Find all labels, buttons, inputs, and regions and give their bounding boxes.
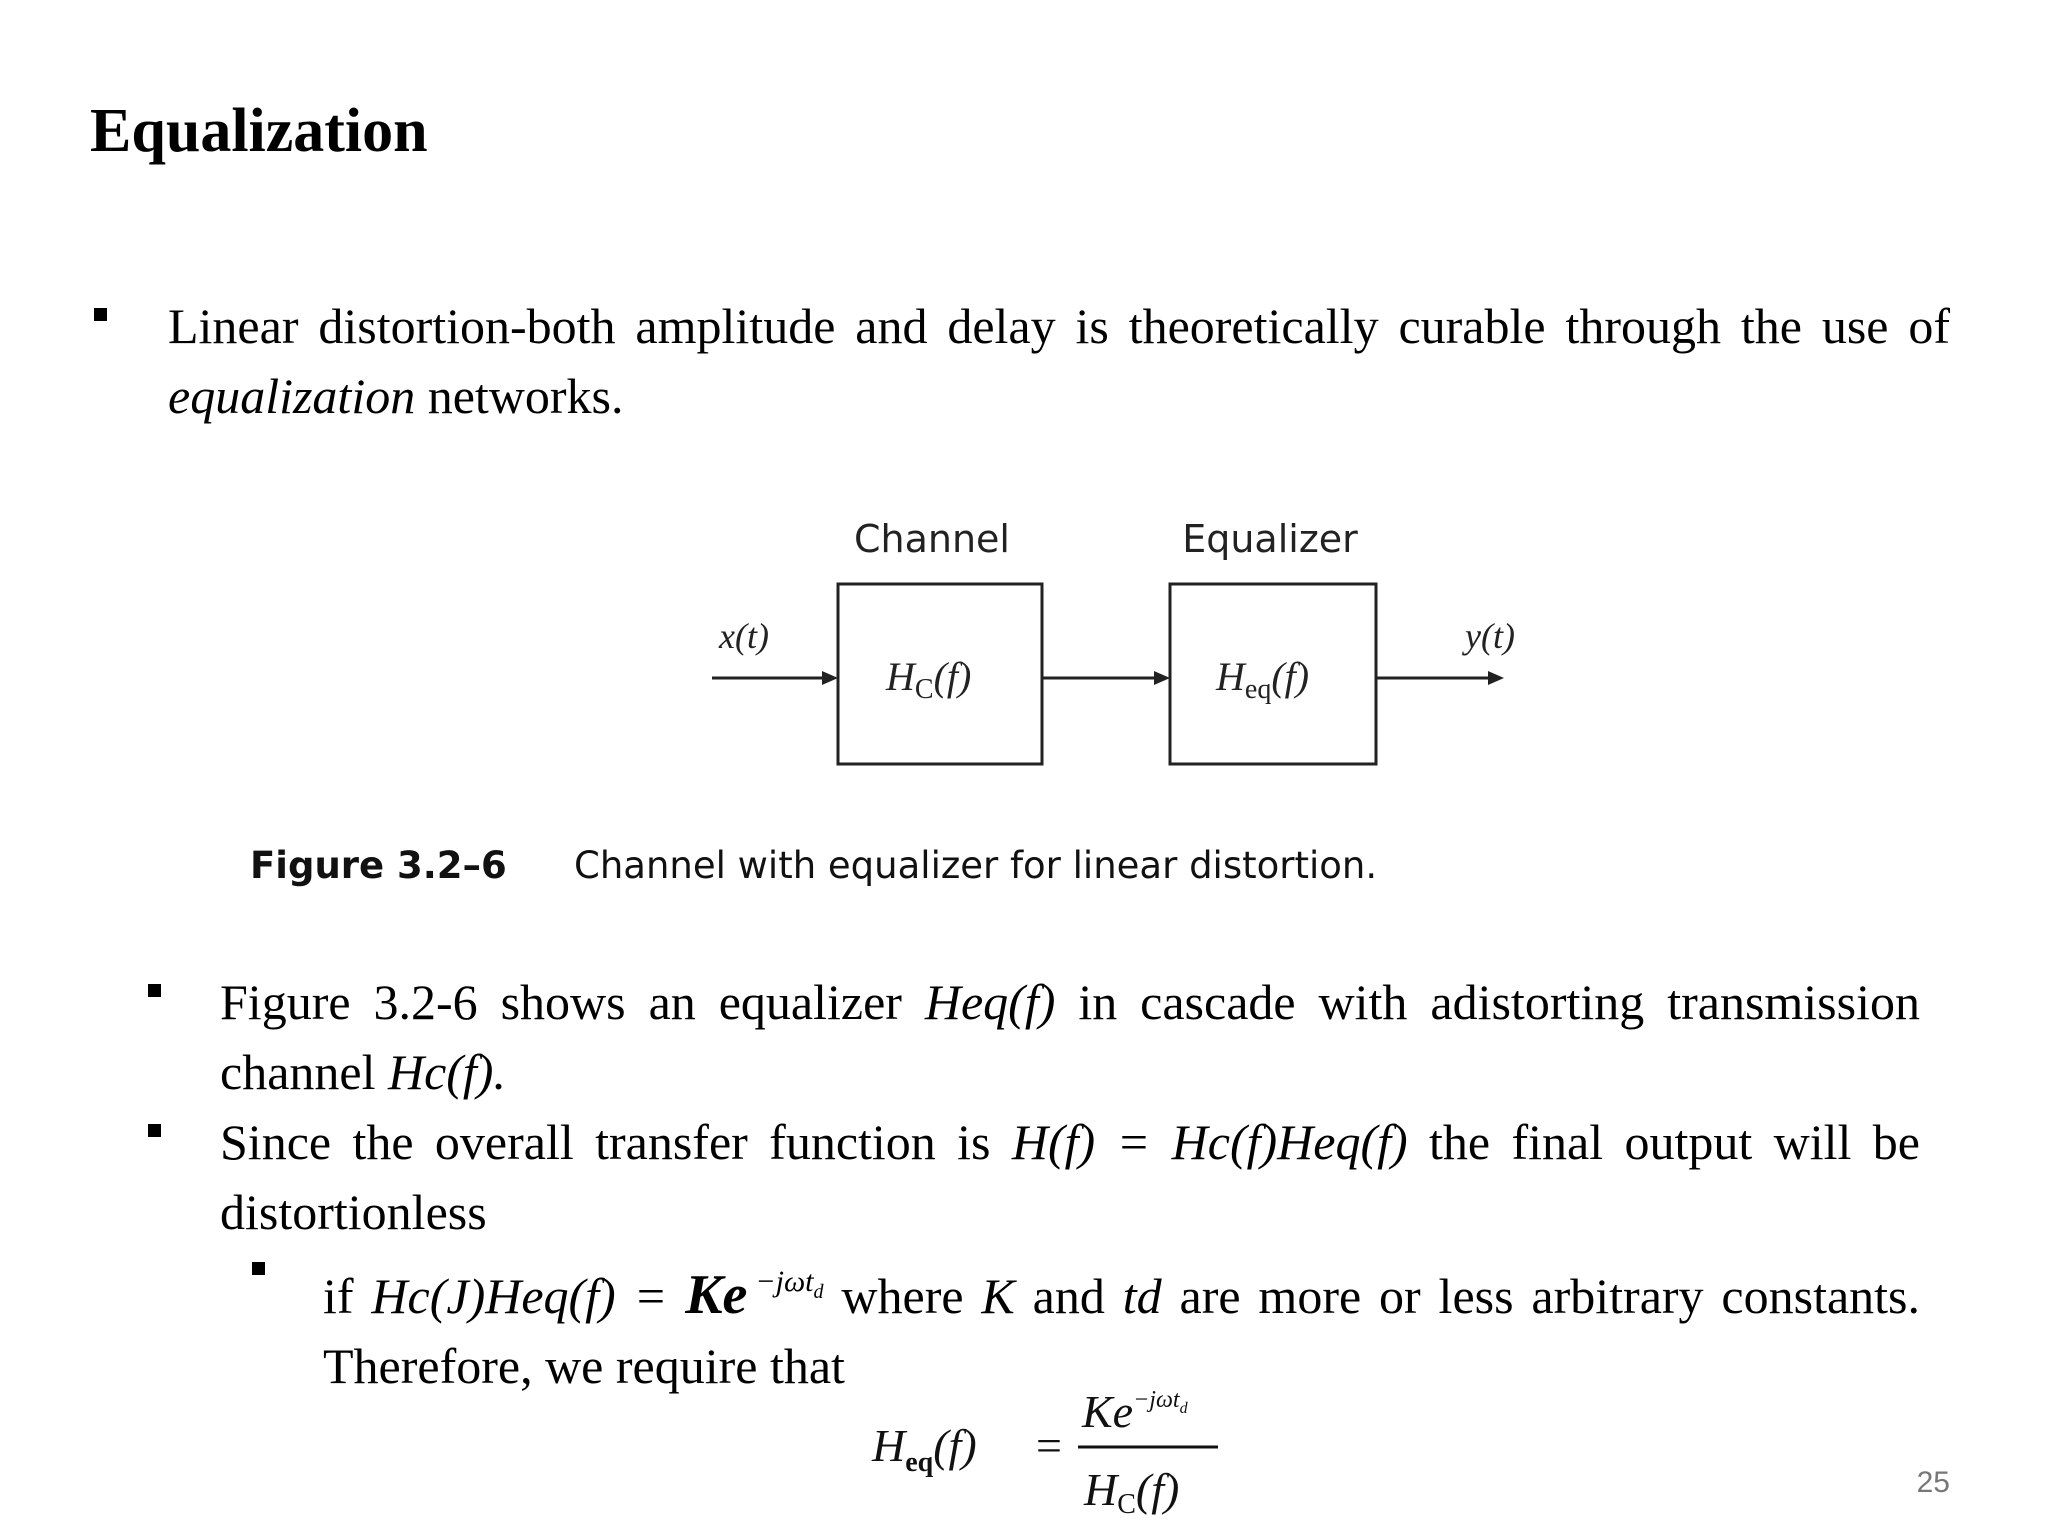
- bullet3-K: Ke: [685, 1264, 748, 1326]
- formula-equals: =: [1036, 1420, 1062, 1471]
- bullet3-exponent-main: −jωt: [755, 1265, 814, 1298]
- formula-num-k: Ke: [1081, 1386, 1133, 1437]
- bullet-condition: if Hc(J)Heq(f) = Ke−jωtd where K and td …: [323, 1247, 1920, 1401]
- intro-text-1: Linear distortion-both amplitude and del…: [168, 298, 1950, 354]
- block-diagram: Channel Equalizer x(t) y(t) HC(f) Heq(f): [712, 517, 1515, 766]
- bullet-marker: [148, 1124, 161, 1137]
- formula-lhs-arg: (f): [933, 1420, 976, 1471]
- page-number: 25: [1916, 1466, 1950, 1499]
- equalizer-transfer: Heq(f): [1215, 654, 1309, 705]
- bullet3-text-a: if: [323, 1268, 372, 1324]
- channel-h: H: [885, 654, 917, 699]
- intro-paragraph: Linear distortion-both amplitude and del…: [168, 291, 1950, 431]
- bullet3-text-d: are more or less arbitrary constants. Th…: [323, 1268, 1920, 1394]
- formula-den-h: H: [1083, 1464, 1120, 1515]
- bullet3-text-b: where: [823, 1268, 982, 1324]
- formula-num-exp: −jωt: [1133, 1387, 1181, 1413]
- bullet2-text-a: Since the overall transfer function is: [220, 1114, 1012, 1170]
- figure-caption-text: Channel with equalizer for linear distor…: [574, 844, 1378, 887]
- bullet3-td: td: [1122, 1268, 1162, 1324]
- bullet-figure-description: Figure 3.2-6 shows an equalizer Heq(f) i…: [220, 967, 1920, 1107]
- equalizer-h: H: [1215, 654, 1247, 699]
- input-arrowhead: [822, 671, 838, 685]
- bullet1-text-b: in cascade with adistorting transmission…: [220, 974, 1920, 1100]
- slide-title: Equalization: [90, 97, 428, 165]
- output-arrowhead: [1488, 671, 1504, 685]
- channel-arg: (f): [934, 654, 972, 699]
- bullet-transfer-function: Since the overall transfer function is H…: [220, 1107, 1920, 1247]
- channel-transfer: HC(f): [885, 654, 971, 705]
- bullet1-text-a: Figure 3.2-6 shows an equalizer: [220, 974, 925, 1030]
- formula-den-arg: (f): [1136, 1464, 1179, 1515]
- formula-num-exp-sub: d: [1180, 1400, 1189, 1417]
- bullet3-text-c: and: [1014, 1268, 1123, 1324]
- channel-sub: C: [915, 674, 934, 705]
- bullet-marker: [148, 984, 161, 997]
- connect-arrowhead: [1154, 671, 1170, 685]
- bullet3-exponent-sub: d: [813, 1281, 824, 1303]
- formula-numerator: Ke−jωtd: [1081, 1386, 1189, 1437]
- input-label: x(t): [718, 616, 769, 656]
- bullet-marker: [252, 1262, 265, 1275]
- bullet3-expression: Hc(J)Heq(f) =: [371, 1268, 686, 1324]
- formula-lhs: Heq(f): [871, 1420, 977, 1478]
- bullet1-heq: Heq(f): [924, 974, 1056, 1030]
- intro-emphasis: equalization: [168, 368, 416, 424]
- bullet2-text-b: the final output will be distortionless: [220, 1114, 1921, 1240]
- formula-lhs-sub: eq: [905, 1447, 933, 1478]
- channel-box: [836, 582, 1044, 766]
- intro-text-2: networks.: [415, 368, 624, 424]
- formula-denominator: HC(f): [1083, 1464, 1179, 1520]
- equalizer-box: [1168, 582, 1378, 766]
- bullet2-equation: H(f) = Hc(f)Heq(f): [1011, 1114, 1408, 1170]
- bullet3-exponent: −jωtd: [755, 1265, 823, 1303]
- equalizer-arg: (f): [1271, 654, 1309, 699]
- equalizer-sub: eq: [1245, 674, 1271, 705]
- bullet3-K-var: K: [981, 1268, 1015, 1324]
- bullet1-hc: Hc(f).: [387, 1044, 506, 1100]
- figure-caption-number: Figure 3.2–6: [250, 844, 507, 887]
- channel-label: Channel: [854, 517, 1010, 561]
- equalizer-label: Equalizer: [1182, 517, 1358, 561]
- formula-lhs-h: H: [871, 1420, 908, 1471]
- formula-den-sub: C: [1117, 1489, 1136, 1520]
- bullet-marker: [94, 308, 107, 321]
- equalizer-formula: Heq(f) = Ke−jωtd HC(f): [871, 1386, 1218, 1520]
- output-label: y(t): [1462, 616, 1515, 656]
